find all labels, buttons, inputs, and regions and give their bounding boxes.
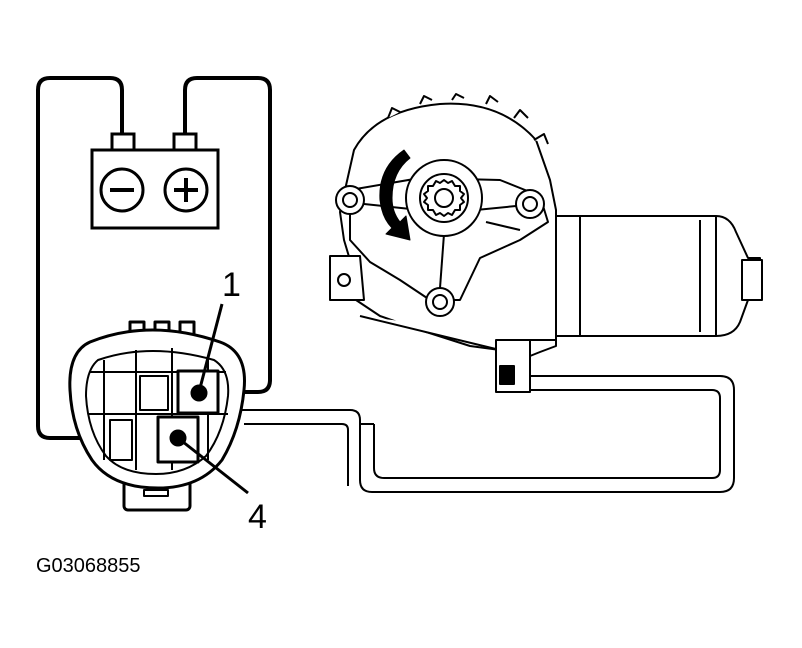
leader-pin-1 <box>197 303 224 393</box>
pin-1-label: 1 <box>222 266 241 304</box>
pin-4-box <box>156 415 200 464</box>
connector <box>68 320 246 512</box>
battery-wires <box>36 76 272 440</box>
battery <box>90 132 220 230</box>
pin-4-label: 4 <box>248 498 267 536</box>
rotation-arrow <box>379 149 411 241</box>
motor-harness <box>240 375 735 493</box>
leader-pin-4 <box>177 436 249 495</box>
battery-negative-terminal <box>110 132 136 152</box>
battery-positive-terminal <box>172 132 198 152</box>
figure-id: G03068855 <box>36 555 141 577</box>
motor-cylinder <box>539 215 761 337</box>
window-motor <box>329 93 763 393</box>
positive-wire <box>183 76 272 394</box>
pin-1-contact <box>190 384 208 402</box>
negative-wire <box>36 76 178 440</box>
callouts <box>177 303 249 495</box>
